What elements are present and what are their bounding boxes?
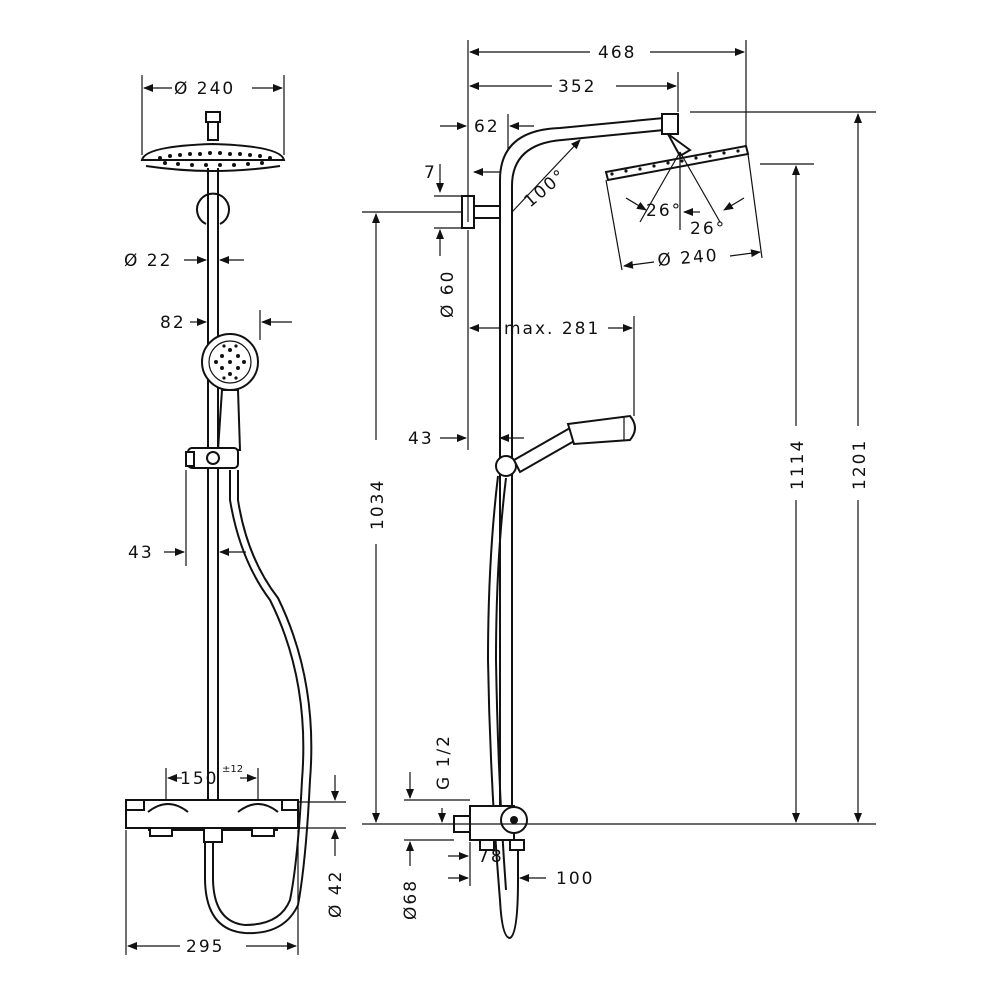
front-view: Ø 240 Ø 22 82 43 150 ±12 Ø 42 (124, 75, 346, 957)
front-dimensions: Ø 240 Ø 22 82 43 150 ±12 Ø 42 (124, 75, 346, 957)
dim-front-pipe-diameter: Ø 22 (124, 251, 172, 271)
dim-side-wall-rosette: Ø68 (401, 879, 421, 920)
front-hand-shower-icon (201, 333, 259, 451)
front-thermostat (125, 799, 299, 843)
dim-side-handshower-reach: max. 281 (504, 319, 600, 339)
dim-front-connection-tolerance: ±12 (222, 764, 243, 775)
dim-side-spray-angle-right: 26° (690, 219, 726, 239)
dim-front-handshower-offset: 82 (160, 313, 186, 333)
dim-side-outlet-distance: 100 (556, 869, 594, 889)
dim-side-arm-offset: 62 (474, 117, 500, 137)
dim-side-head-diameter: Ø 240 (657, 246, 720, 271)
side-overhead-shower-icon (604, 113, 750, 182)
dim-front-thermostat-width: 295 (186, 937, 224, 957)
front-riser-pipe (207, 168, 219, 800)
dim-side-holder-offset: 43 (408, 429, 434, 449)
dim-side-total-height: 1201 (850, 439, 870, 490)
dim-side-arm-projection: 352 (558, 77, 596, 97)
dim-front-holder-offset: 43 (128, 543, 154, 563)
front-hose (212, 470, 305, 927)
dim-side-bracket-height: 1034 (368, 479, 388, 530)
dim-front-thermostat-depth: Ø 42 (326, 870, 346, 918)
side-view: 468 352 62 7 Ø 60 100° 26° (362, 40, 876, 940)
dim-front-connection-spacing: 150 (180, 769, 218, 789)
dim-side-bracket-diameter: Ø 60 (438, 270, 458, 318)
front-overhead-shower-icon (140, 111, 286, 172)
side-dimensions: 468 352 62 7 Ø 60 100° 26° (362, 40, 876, 920)
side-thermostat (453, 805, 528, 851)
side-riser-pipe (499, 117, 665, 820)
front-slider-holder (185, 447, 239, 469)
side-hand-shower-icon (495, 414, 636, 477)
dim-side-thread: G 1/2 (434, 734, 454, 790)
side-hose (486, 475, 519, 940)
dim-front-head-diameter: Ø 240 (174, 79, 235, 99)
dim-side-total-projection: 468 (598, 43, 636, 63)
dim-side-bracket-offset: 7 (424, 163, 437, 183)
dim-side-wall-distance: 78 (478, 847, 504, 867)
front-head-nozzles (158, 151, 272, 167)
front-wall-bracket (196, 192, 230, 225)
dim-side-arm-angle: 100° (520, 165, 570, 212)
dim-side-spray-angle-left: 26° (646, 201, 682, 221)
dim-side-head-height: 1114 (788, 439, 808, 490)
